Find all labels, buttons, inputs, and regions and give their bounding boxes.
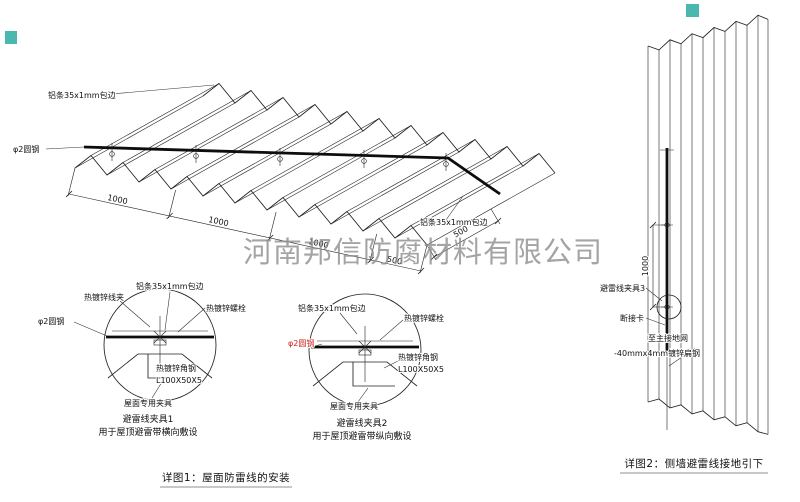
round-steel-label: φ2圆钢 — [288, 338, 314, 348]
bolt-label: 热镀锌螺栓 — [404, 313, 444, 323]
wall-bottom-edge — [647, 398, 769, 435]
clamp-geometry — [112, 316, 208, 372]
dim-label: 1000 — [107, 193, 129, 206]
leader-line — [99, 84, 215, 96]
angle-steel-label: 热镀锌角钢 — [156, 363, 196, 373]
dim-label: 1000 — [641, 256, 650, 276]
roof-rib-section — [107, 353, 213, 379]
roof-dimension-chain: 1000 1000 1000 500 — [65, 167, 428, 275]
roof-fixture-label: 屋面专用夹具 — [330, 401, 378, 411]
dim-line — [652, 224, 667, 308]
detail1-subtitle: 用于屋顶避雷带横向敷设 — [98, 426, 197, 438]
wall-clamp3-label: 避雷线夹具3 — [600, 283, 645, 293]
dim-ticks — [649, 221, 657, 311]
wire-clamp-icon — [277, 156, 283, 162]
lightning-wire — [83, 145, 501, 196]
roof-fixture-label: 屋面专用夹具 — [124, 398, 172, 408]
wire-clamp-icon — [443, 161, 449, 167]
wall-top-edge — [647, 14, 769, 51]
captions: 详图1：屋面防雷线的安装 详图2：侧墙避雷线接地引下 — [160, 457, 768, 488]
roof-back-edge — [202, 82, 556, 174]
angle-steel-label: 热镀锌角钢 — [398, 352, 438, 362]
wire-clamp-icon — [361, 158, 367, 164]
bolt-nut — [153, 339, 167, 346]
roof-alu-strip-label-top: 铝条35x1mm包边 — [48, 90, 116, 100]
conductor-extension — [660, 149, 674, 430]
dim-line — [68, 193, 422, 272]
flat-steel-label: -40mmx4mm镀锌扁钢 — [614, 348, 700, 358]
alu-strip-label: 铝条35x1mm包边 — [298, 303, 366, 313]
bolt-nut — [358, 349, 372, 356]
dim-label: 1000 — [208, 215, 230, 228]
round-steel-label: φ2圆钢 — [38, 316, 64, 326]
angle-size-label: L100X50X5 — [398, 365, 444, 374]
roof-alu-strip-label-right: 铝条35x1mm包边 — [420, 217, 488, 227]
caption-detail1: 详图1：屋面防雷线的安装 — [162, 471, 290, 484]
dim-ticks — [65, 190, 425, 275]
cad-marker-icon — [686, 4, 699, 17]
roof-rib-section — [312, 361, 418, 387]
roof-diagram: 1000 1000 1000 500 500 铝条35x1mm包边 φ2圆钢 铝… — [12, 82, 556, 275]
wire-clamp-icon — [109, 151, 115, 157]
leader-line — [645, 287, 696, 367]
detail-circle-2: 铝条35x1mm包边 热镀锌螺栓 φ2圆钢 热镀锌角钢 L100X50X5 屋面… — [287, 293, 445, 442]
alu-strip-label: 铝条35x1mm包边 — [136, 281, 204, 291]
detail2-subtitle: 用于屋顶避雷带纵向敷设 — [312, 430, 411, 442]
wire-clip-label: 热镀锌线夹 — [84, 292, 124, 302]
caption-detail2: 详图2：侧墙避雷线接地引下 — [624, 457, 763, 470]
leader-line — [73, 291, 206, 399]
detail-circle-1: 热镀锌线夹 铝条35x1mm包边 热镀锌螺栓 φ2圆钢 热镀锌角钢 L100X5… — [37, 280, 247, 438]
roof-round-steel-label: φ2圆钢 — [13, 144, 39, 154]
detail-bubble — [308, 293, 422, 407]
wire-clamp-icon — [193, 153, 199, 159]
cad-marker-icon — [5, 31, 17, 44]
detail-bubble — [103, 288, 217, 402]
leader-line — [45, 146, 85, 150]
detail1-title: 避雷线夹具1 — [123, 413, 174, 425]
detail2-title: 避雷线夹具2 — [337, 417, 388, 429]
wall-corrugation-lines — [647, 15, 769, 435]
dim-label: 500 — [386, 255, 403, 267]
angle-steel-section — [147, 354, 190, 379]
dim-extension-lines — [67, 167, 428, 274]
angle-size-label: L100X50X5 — [156, 376, 202, 385]
wire-clamp-ticks — [111, 143, 447, 171]
bolt-label: 热镀锌螺栓 — [206, 303, 246, 313]
to-ground-label: 至主接地网 — [648, 333, 688, 343]
dim-line — [426, 208, 501, 261]
clamp-geometry — [317, 326, 413, 382]
leader-line — [445, 195, 464, 221]
wall-diagram: 1000 避雷线夹具3 断接卡 至主接地网 -40mmx4mm镀锌扁钢 — [599, 14, 769, 435]
disconnect-link-label: 断接卡 — [620, 313, 644, 323]
angle-steel-section — [352, 362, 395, 387]
leader-line — [311, 312, 404, 403]
dim-ticks — [430, 217, 502, 261]
company-watermark: 河南邦信防腐材料有限公司 — [243, 235, 603, 269]
